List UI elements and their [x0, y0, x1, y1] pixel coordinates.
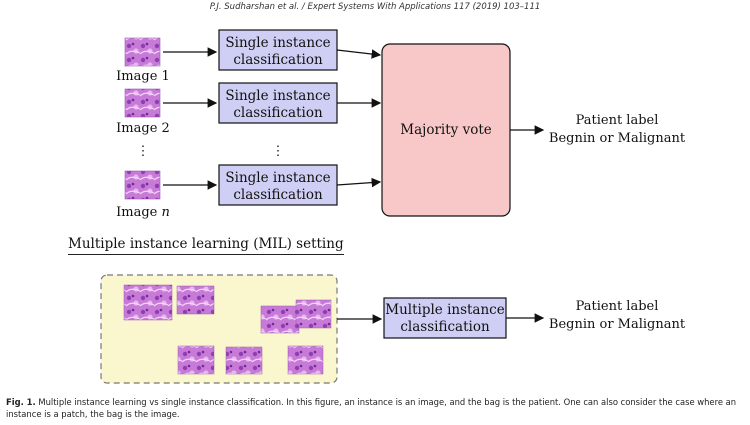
patch-7 [287, 345, 324, 375]
image-thumbnail-2 [124, 88, 161, 118]
single-instance-box-1: Single instance classification [218, 29, 338, 71]
majority-vote-box: Majority vote [381, 43, 511, 217]
image-thumbnail-n [124, 170, 161, 200]
bag-of-instances [100, 274, 338, 384]
patch-4 [295, 299, 332, 329]
patch-6 [225, 346, 263, 375]
bottom-output-label-1: Patient label [576, 299, 659, 314]
image-label-2: Image 2 [116, 121, 170, 136]
top-output-label-1: Patient label [576, 113, 659, 128]
figure-caption: Fig. 1. Multiple instance learning vs si… [6, 396, 744, 420]
bottom-output-label-2: Begnin or Malignant [549, 317, 686, 332]
box-ellipsis: ⋮ [272, 144, 285, 159]
patch-3 [260, 305, 300, 334]
single-instance-box-2: Single instance classification [218, 82, 338, 124]
patch-1 [123, 284, 173, 321]
image-thumbnail-1 [124, 37, 161, 67]
multiple-instance-box: Multiple instance classification [383, 297, 507, 339]
svg-text:Single instance: Single instance [225, 170, 330, 186]
svg-text:Majority vote: Majority vote [400, 122, 491, 138]
svg-text:Single instance: Single instance [225, 35, 330, 51]
svg-text:classification: classification [233, 187, 323, 203]
image-label-n: Image n [116, 205, 170, 220]
top-output-label-2: Begnin or Malignant [549, 131, 686, 146]
image-ellipsis: ⋮ [137, 144, 150, 159]
page-header: P.J. Sudharshan et al. / Expert Systems … [209, 2, 541, 12]
figure-diagram: Image 1 Image 2 Image n ⋮ Single instanc… [100, 29, 686, 384]
svg-text:classification: classification [400, 319, 490, 335]
patch-5 [177, 345, 215, 375]
single-instance-box-n: Single instance classification [218, 164, 338, 206]
image-label-1: Image 1 [116, 69, 170, 84]
caption-fig-label: Fig. 1. [6, 397, 36, 407]
svg-text:Single instance: Single instance [225, 88, 330, 104]
patch-2 [176, 285, 215, 315]
svg-text:classification: classification [233, 52, 323, 68]
svg-text:classification: classification [233, 105, 323, 121]
section-title: Multiple instance learning (MIL) setting [68, 236, 344, 255]
svg-text:Multiple instance: Multiple instance [385, 302, 504, 318]
caption-text: Multiple instance learning vs single ins… [6, 397, 737, 419]
